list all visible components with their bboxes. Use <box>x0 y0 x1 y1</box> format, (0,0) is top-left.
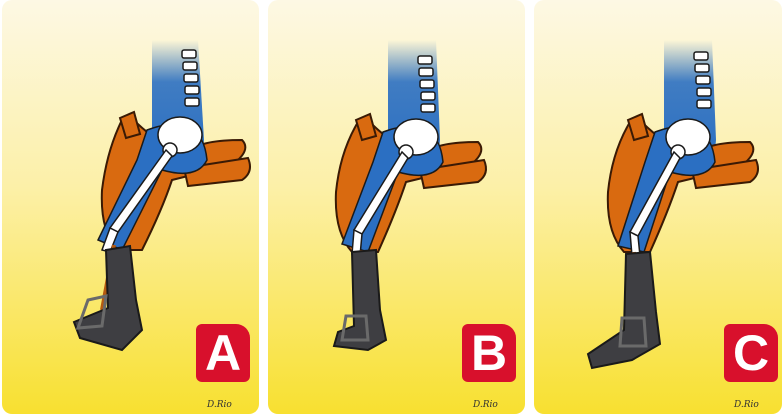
artist-signature: D.Rio <box>734 400 759 410</box>
artist-signature: D.Rio <box>473 400 498 410</box>
panel-letter-badge: B <box>462 324 516 382</box>
artist-signature: D.Rio <box>207 400 232 410</box>
panel-letter-badge: A <box>196 324 250 382</box>
panel-letter-badge: C <box>724 324 778 382</box>
panel-b: B D.Rio <box>268 0 525 414</box>
panel-c: C D.Rio <box>534 0 782 414</box>
panel-a: A D.Rio <box>2 0 259 414</box>
